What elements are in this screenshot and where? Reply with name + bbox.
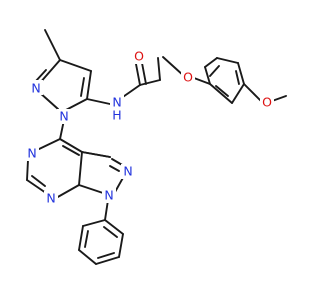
bond-ar1 bbox=[204, 66, 211, 85]
bond-ar-inner-3 bbox=[215, 85, 229, 97]
bond-methyl bbox=[44, 29, 61, 61]
bond-ar2 bbox=[204, 57, 218, 68]
atom-labels: N N N H O O O N N N N bbox=[25, 49, 274, 206]
bond-ar-o bbox=[243, 83, 263, 103]
bond-c5-nh bbox=[86, 98, 111, 105]
bond-c4-c3a bbox=[59, 138, 83, 153]
atom-n-pyrimidine-left: N bbox=[27, 146, 36, 161]
bond-c2-n bbox=[26, 179, 47, 194]
bond-c3a-c3-dup bbox=[81, 151, 111, 158]
atom-n-amide: N bbox=[112, 95, 121, 110]
bond-c4-n bbox=[36, 138, 61, 151]
bond-ar5 bbox=[231, 83, 245, 104]
bond-c3-n2f-double bbox=[109, 165, 120, 172]
bond-ar3 bbox=[216, 57, 239, 64]
atom-n-fused-top: N bbox=[123, 164, 132, 179]
bond-c7a-c3a bbox=[78, 151, 83, 186]
atom-h-amide: H bbox=[112, 108, 121, 123]
bond-ph2 bbox=[78, 225, 84, 251]
bond-ph5 bbox=[118, 233, 124, 258]
atom-n-pyrazole-bottom: N bbox=[59, 109, 68, 124]
bond-carbonyl bbox=[135, 63, 141, 86]
bond-c4-c5 bbox=[86, 70, 92, 100]
bond-n1f-ph bbox=[104, 199, 109, 221]
bond-c2-n-double bbox=[31, 175, 46, 187]
bond-ar6 bbox=[209, 83, 233, 104]
bond-o-methyl bbox=[271, 95, 287, 102]
bond-n-c7a bbox=[55, 184, 80, 199]
atom-n-pyrimidine-bottom: N bbox=[46, 191, 55, 206]
bonds bbox=[26, 29, 287, 265]
bond-ph6 bbox=[104, 219, 124, 235]
bond-ph-inner-3 bbox=[103, 226, 118, 238]
atom-o-carbonyl: O bbox=[134, 49, 144, 64]
bond-ph-inner-2 bbox=[97, 252, 115, 259]
bond-ch2-up bbox=[157, 57, 161, 81]
bond-ph-inner-1 bbox=[84, 230, 89, 248]
atom-n-fused-phenyl: N bbox=[104, 188, 113, 203]
atom-o-ether: O bbox=[183, 70, 193, 85]
bond-c4-c5-double bbox=[80, 77, 85, 97]
bond-ar4 bbox=[237, 62, 245, 85]
bond-c4-c3a-double bbox=[62, 145, 80, 156]
bond-c3-c4 bbox=[59, 59, 92, 72]
molecule-structure: N N N H O O O N N N N bbox=[25, 29, 287, 265]
bond-n-c2 bbox=[26, 159, 29, 181]
bond-ph1 bbox=[82, 219, 106, 227]
atom-o-methoxy: O bbox=[262, 95, 272, 110]
bond-carbonyl-double bbox=[141, 62, 147, 85]
bond-ch2-o bbox=[162, 56, 185, 77]
atom-n-pyrazole-top: N bbox=[31, 81, 40, 96]
bond-ph4 bbox=[95, 256, 120, 265]
bond-co-ch2 bbox=[139, 79, 161, 86]
bond-ar-inner-1 bbox=[209, 65, 220, 77]
bond-n1f-c7a bbox=[78, 184, 104, 194]
bond-ar-inner-2 bbox=[235, 70, 240, 85]
bond-ph3 bbox=[78, 249, 97, 265]
molecule-canvas: N N N H O O O N N N N bbox=[25, 29, 287, 265]
bond-o-aryl bbox=[193, 77, 211, 85]
